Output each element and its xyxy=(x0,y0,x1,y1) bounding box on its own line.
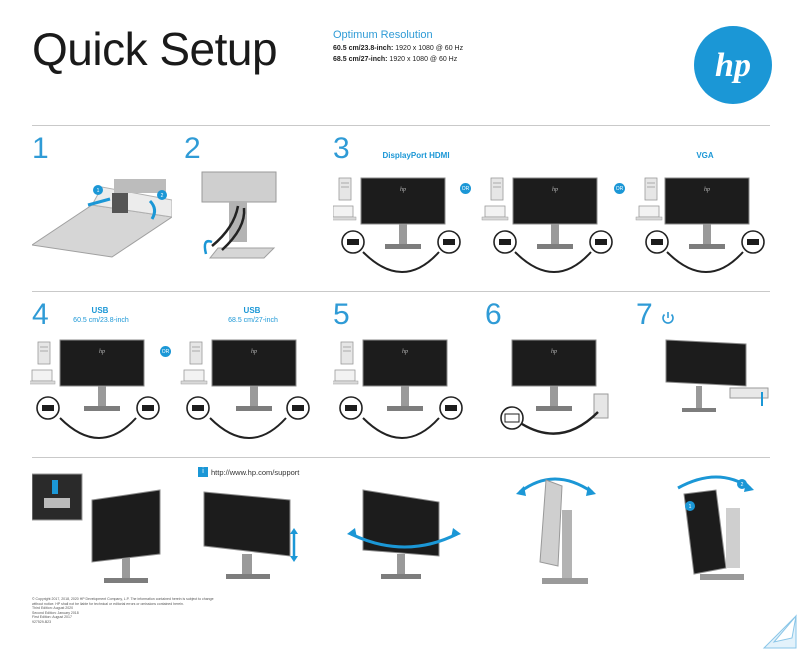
height-adjust-illustration xyxy=(203,491,298,579)
label-usb-left: USB xyxy=(91,306,109,315)
edition-third: Third Edition: August 2020 xyxy=(32,606,74,610)
label-usb-right-size: 68.5 cm/27-inch xyxy=(228,317,278,324)
edition-second: Second Edition: January 2018 xyxy=(32,610,79,615)
hp-logo: hp xyxy=(694,26,772,104)
step7-power-on-illustration xyxy=(665,339,769,412)
divider-top xyxy=(32,125,770,126)
part-number: 927529-B23 xyxy=(32,619,52,624)
or-badge: OR xyxy=(160,346,171,357)
divider-bottom xyxy=(32,457,770,458)
step-number-1: 1 xyxy=(32,132,49,165)
step-number-3: 3 xyxy=(333,132,350,165)
footer-legal: © Copyright 2017, 2018, 2020 HP Developm… xyxy=(32,597,292,624)
resolution-line-1: 60.5 cm/23.8-inch: 1920 x 1080 @ 60 Hz xyxy=(333,45,464,52)
step-number-5: 5 xyxy=(333,298,350,331)
step4-usb-connections-illustration xyxy=(30,339,310,439)
step1-stand-attach-illustration: 1 2 xyxy=(32,179,172,258)
step6-power-cable-illustration xyxy=(500,339,609,435)
svg-text:2: 2 xyxy=(161,193,164,199)
step5-audio-connection-illustration xyxy=(333,339,463,439)
label-usb-right: USB xyxy=(243,306,261,315)
copyright-line-2: without notice. HP shall not be liable f… xyxy=(32,601,184,606)
support-url[interactable]: http://www.hp.com/support xyxy=(211,467,300,477)
hp-logo-mark: hp xyxy=(715,47,751,84)
optimum-resolution: Optimum Resolution 60.5 cm/23.8-inch: 19… xyxy=(333,30,463,65)
divider-middle xyxy=(32,291,770,292)
step-number-7: 7 xyxy=(636,298,653,331)
edition-first: First Edition: August 2017 xyxy=(32,615,72,619)
resolution-heading: Optimum Resolution xyxy=(333,29,433,41)
support-link[interactable]: i http://www.hp.com/support xyxy=(198,467,299,477)
power-icon xyxy=(660,310,676,331)
step3-video-connections-illustration xyxy=(333,177,765,273)
step2-cable-routing-illustration xyxy=(201,171,277,259)
step-number-6: 6 xyxy=(485,298,502,331)
label-displayport-hdmi: DisplayPort HDMI xyxy=(382,151,450,160)
security-lock-illustration xyxy=(32,473,161,583)
or-badge: OR xyxy=(460,183,471,194)
pivot-illustration: 1 2 xyxy=(677,475,754,580)
copyright-line-1: © Copyright 2017, 2018, 2020 HP Developm… xyxy=(32,597,214,601)
svg-text:1: 1 xyxy=(689,504,692,510)
resolution-line-2: 68.5 cm/27-inch: 1920 x 1080 @ 60 Hz xyxy=(333,56,458,63)
tilt-illustration xyxy=(516,477,596,584)
swivel-illustration xyxy=(347,489,461,579)
page-title: Quick Setup xyxy=(32,23,278,75)
step-number-2: 2 xyxy=(184,132,201,165)
info-icon: i xyxy=(198,467,208,477)
page-curl-icon xyxy=(762,614,797,649)
label-vga: VGA xyxy=(696,151,714,160)
or-badge: OR xyxy=(614,183,625,194)
svg-text:1: 1 xyxy=(97,188,100,194)
label-usb-left-size: 60.5 cm/23.8-inch xyxy=(73,317,129,324)
step-number-4: 4 xyxy=(32,298,49,331)
svg-text:2: 2 xyxy=(741,482,744,488)
svg-text:hp: hp xyxy=(715,47,751,84)
